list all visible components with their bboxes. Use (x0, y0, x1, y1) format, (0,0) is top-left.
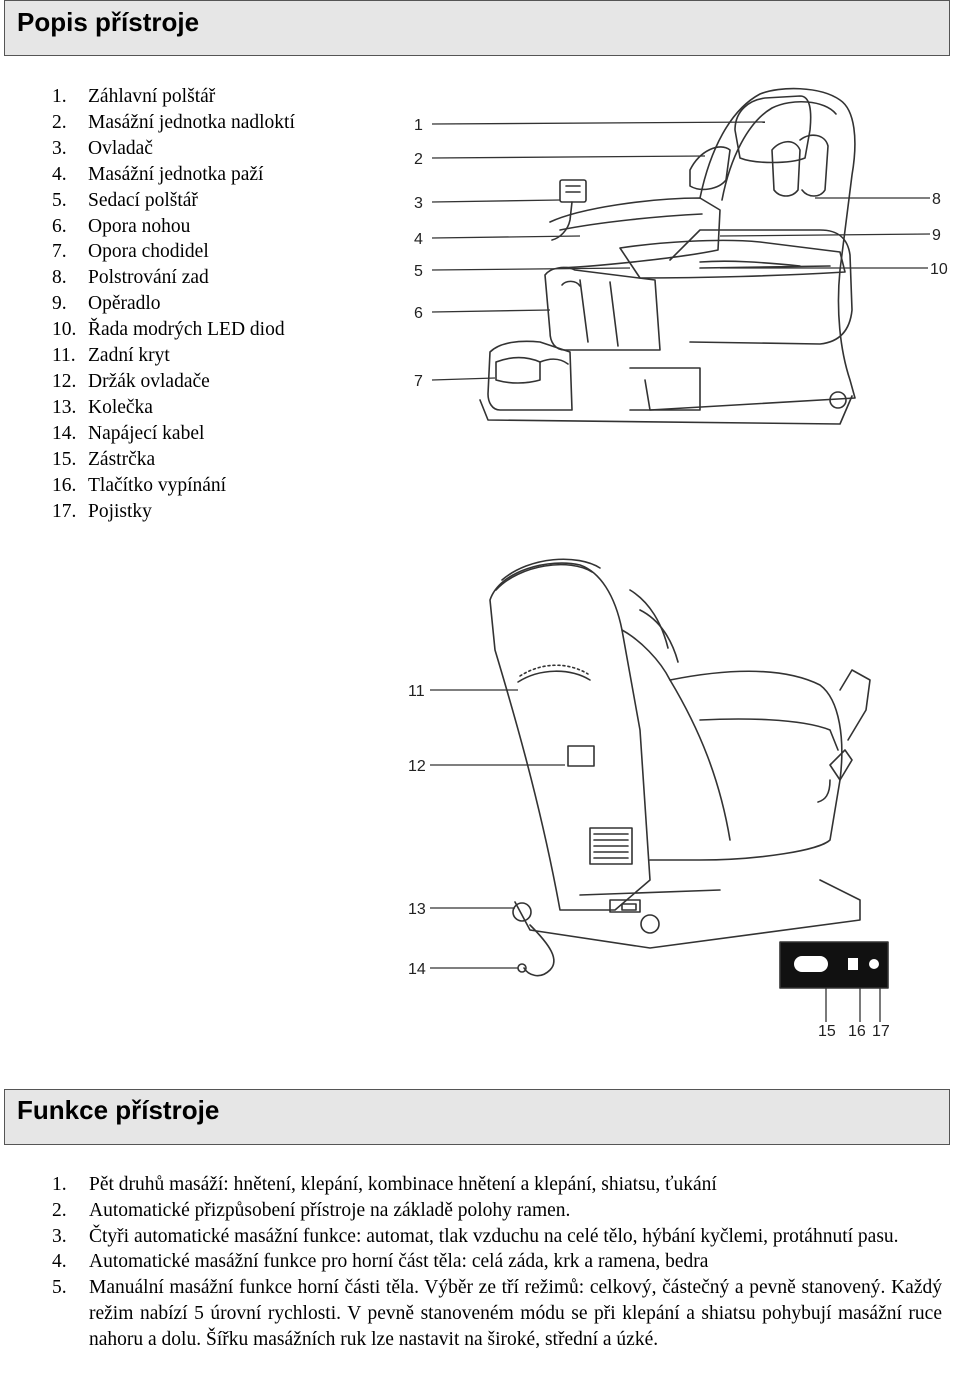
section-title: Popis přístroje (17, 7, 200, 37)
item-number: 16. (52, 474, 77, 496)
item-number: 13. (52, 396, 77, 418)
callout-label: 6 (414, 305, 423, 322)
item-label: Zadní kryt (88, 345, 170, 367)
item-label: Opěradlo (88, 293, 161, 315)
item-number: 7. (52, 241, 67, 263)
item-label: Kolečka (88, 396, 153, 418)
list-item: 16. Tlačítko vypínání (52, 473, 295, 499)
item-number: 12. (52, 370, 77, 392)
item-number: 4. (52, 1251, 67, 1273)
list-item: 13. Kolečka (52, 395, 295, 421)
item-text: Automatické masážní funkce pro horní čás… (89, 1251, 709, 1273)
item-label: Zástrčka (88, 448, 156, 470)
section-header-device-description: Popis přístroje (4, 0, 950, 56)
item-text: Pět druhů masáží: hnětení, klepání, komb… (89, 1174, 717, 1195)
list-item: 6. Opora nohou (52, 214, 295, 240)
item-number: 8. (52, 267, 67, 289)
callout-label: 13 (408, 901, 426, 918)
list-item: 5. Manuální masážní funkce horní části tě… (52, 1275, 942, 1352)
item-number: 17. (52, 500, 77, 522)
list-item: 1. Záhlavní polštář (52, 84, 295, 110)
list-item: 17. Pojistky (52, 499, 295, 525)
chair-rear-figure: 11 12 13 14 15 16 17 (400, 550, 940, 1050)
list-item: 8. Polstrování zad (52, 265, 295, 291)
callout-label: 16 (848, 1023, 866, 1040)
callout-label: 11 (408, 683, 425, 700)
section-header-device-functions: Funkce přístroje (4, 1089, 950, 1145)
list-item: 7. Opora chodidel (52, 239, 295, 265)
item-number: 10. (52, 319, 77, 341)
chair-rear-drawing: 11 12 13 14 15 16 17 (408, 558, 890, 1040)
callout-label: 3 (414, 195, 423, 212)
list-item: 12. Držák ovladače (52, 369, 295, 395)
callout-label: 5 (414, 263, 423, 280)
item-label: Opora chodidel (88, 241, 209, 263)
callout-label: 10 (930, 261, 948, 278)
list-item: 15. Zástrčka (52, 447, 295, 473)
item-label: Pojistky (88, 500, 152, 522)
features-list: 1. Pět druhů masáží: hnětení, klepání, ko… (52, 1172, 942, 1353)
item-number: 1. (52, 86, 67, 107)
callout-label: 7 (414, 373, 423, 390)
callout-label: 17 (872, 1023, 890, 1040)
chair-front-drawing: 1 2 3 4 5 6 7 8 9 10 (414, 87, 948, 425)
chair-front-figure: 1 2 3 4 5 6 7 8 9 10 (400, 80, 960, 430)
item-label: Polstrování zad (88, 267, 209, 289)
list-item: 2. Masážní jednotka nadloktí (52, 110, 295, 136)
item-number: 2. (52, 1199, 67, 1221)
item-number: 5. (52, 189, 67, 211)
item-number: 11. (52, 345, 76, 367)
callout-label: 2 (414, 151, 423, 168)
item-label: Opora nohou (88, 215, 191, 237)
item-number: 14. (52, 422, 77, 444)
list-item: 5. Sedací polštář (52, 188, 295, 214)
item-label: Napájecí kabel (88, 422, 205, 444)
item-label: Ovladač (88, 137, 153, 159)
item-number: 3. (52, 137, 67, 159)
list-item: 11. Zadní kryt (52, 343, 295, 369)
callout-label: 9 (932, 227, 941, 244)
item-number: 1. (52, 1174, 67, 1195)
callout-label: 12 (408, 758, 426, 775)
callout-label: 1 (414, 117, 423, 134)
item-number: 3. (52, 1225, 67, 1247)
list-item: 4. Masážní jednotka paží (52, 162, 295, 188)
list-item: 1. Pět druhů masáží: hnětení, klepání, ko… (52, 1172, 942, 1198)
callout-label: 4 (414, 231, 423, 248)
callout-label: 14 (408, 961, 426, 978)
item-text: Čtyři automatické masážní funkce: automa… (89, 1225, 899, 1247)
list-item: 14. Napájecí kabel (52, 421, 295, 447)
item-number: 5. (52, 1277, 67, 1299)
item-label: Masážní jednotka paží (88, 163, 264, 185)
item-number: 2. (52, 111, 67, 133)
list-item: 10. Řada modrých LED diod (52, 317, 295, 343)
item-label: Masážní jednotka nadloktí (88, 111, 295, 133)
list-item: 9. Opěradlo (52, 291, 295, 317)
item-label: Držák ovladače (88, 370, 210, 392)
item-number: 4. (52, 163, 67, 185)
item-label: Řada modrých LED diod (88, 319, 285, 341)
item-text: Automatické přizpůsobení přístroje na zá… (89, 1199, 571, 1221)
item-label: Záhlavní polštář (88, 86, 216, 107)
callout-label: 8 (932, 191, 941, 208)
item-number: 15. (52, 448, 77, 470)
list-item: 3. Ovladač (52, 136, 295, 162)
item-number: 6. (52, 215, 67, 237)
list-item: 4. Automatické masážní funkce pro horní … (52, 1249, 942, 1275)
callout-label: 15 (818, 1023, 836, 1040)
item-label: Sedací polštář (88, 189, 198, 211)
list-item: 3. Čtyři automatické masážní funkce: auto… (52, 1224, 942, 1250)
parts-list: 1. Záhlavní polštář 2. Masážní jednotka na… (52, 84, 295, 524)
item-number: 9. (52, 293, 67, 315)
section-title: Funkce přístroje (17, 1095, 220, 1125)
item-label: Tlačítko vypínání (88, 474, 227, 496)
list-item: 2. Automatické přizpůsobení přístroje na … (52, 1198, 942, 1224)
item-text: Manuální masážní funkce horní části těla… (89, 1277, 942, 1350)
